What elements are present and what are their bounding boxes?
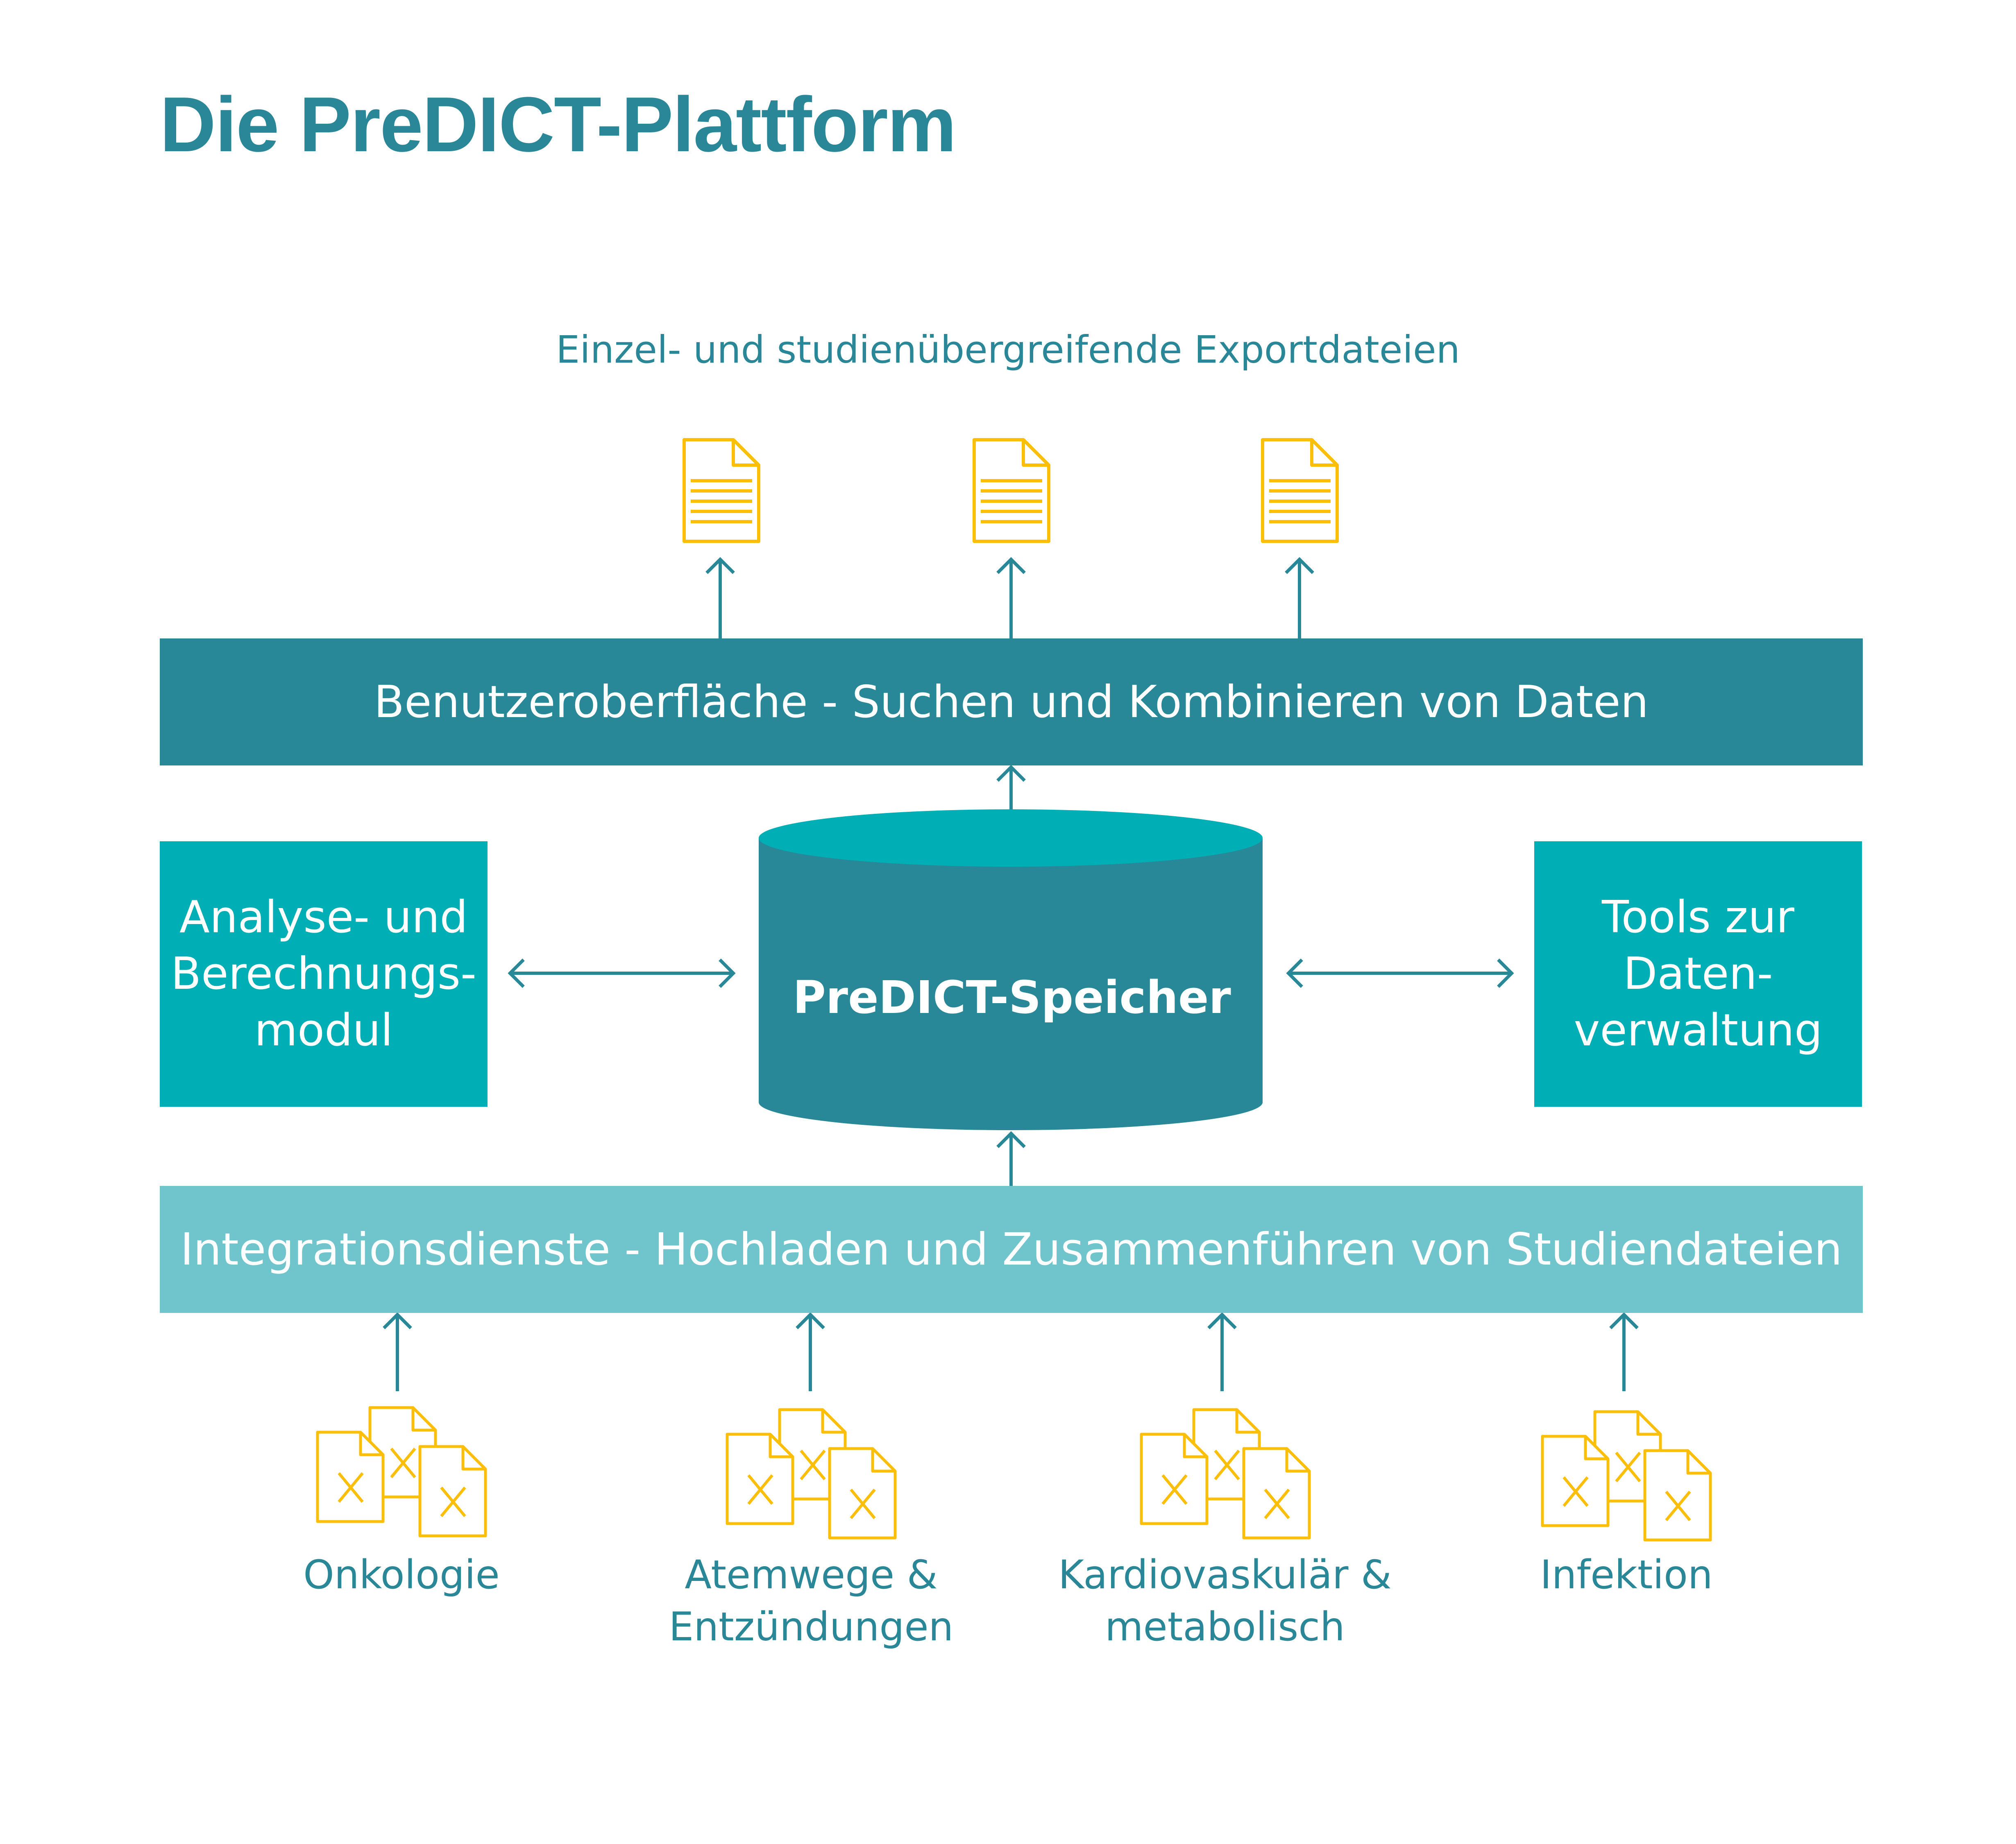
arrow-up-icon — [996, 557, 1026, 638]
export-file-icon — [1263, 440, 1337, 541]
analysis-module-box: Analyse- und Berechnungs- modul — [160, 841, 488, 1107]
category-label: metabolisch — [1105, 1603, 1345, 1650]
data-management-line: Daten- — [1623, 948, 1773, 999]
data-management-line: Tools zur — [1602, 891, 1794, 943]
study-files-icon — [1542, 1412, 1710, 1540]
category-oncology: Onkologie — [217, 1549, 586, 1601]
category-respiratory-inflammation: Atemwege & Entzündungen — [627, 1549, 996, 1653]
arrow-up-icon — [705, 557, 735, 638]
arrow-up-icon — [1285, 557, 1314, 638]
export-file-icon — [974, 440, 1049, 541]
analysis-module-line: Analyse- und — [179, 891, 468, 943]
bidirectional-arrow-icon — [1286, 958, 1514, 988]
category-label: Infektion — [1540, 1552, 1713, 1598]
analysis-module-line: Berechnungs- — [171, 948, 476, 999]
category-label: Atemwege & — [685, 1552, 938, 1598]
arrow-up-icon — [796, 1312, 825, 1391]
database-cylinder-icon — [759, 809, 1263, 1130]
arrow-up-icon — [383, 1312, 412, 1391]
user-interface-label: Benutzeroberfläche - Suchen und Kombinie… — [374, 676, 1649, 728]
export-file-icon — [684, 440, 759, 541]
arrow-up-icon — [1609, 1312, 1639, 1391]
integration-services-bar: Integrationsdienste - Hochladen und Zusa… — [160, 1186, 1863, 1313]
integration-services-label: Integrationsdienste - Hochladen und Zusa… — [180, 1224, 1842, 1275]
page-title: Die PreDICT-Plattform — [160, 81, 957, 168]
user-interface-bar: Benutzeroberfläche - Suchen und Kombinie… — [160, 638, 1863, 765]
data-management-line: verwaltung — [1574, 1005, 1823, 1056]
bidirectional-arrow-icon — [508, 958, 736, 988]
arrow-up-icon — [1207, 1312, 1237, 1391]
export-files-label: Einzel- und studienübergreifende Exportd… — [556, 328, 1460, 372]
storage-label: PreDICT-Speicher — [793, 971, 1231, 1024]
category-label: Onkologie — [303, 1552, 500, 1598]
study-files-icon — [317, 1408, 485, 1536]
category-label: Kardiovaskulär & — [1058, 1552, 1392, 1598]
study-files-icon — [727, 1410, 895, 1538]
category-infection: Infektion — [1442, 1549, 1811, 1601]
data-management-tools-box: Tools zur Daten- verwaltung — [1534, 841, 1862, 1107]
arrow-up-icon — [996, 765, 1026, 818]
study-files-icon — [1141, 1410, 1309, 1538]
category-cardiovascular-metabolic: Kardiovaskulär & metabolisch — [1041, 1549, 1409, 1653]
category-label: Entzündungen — [669, 1603, 954, 1650]
analysis-module-line: modul — [254, 1005, 393, 1056]
arrow-up-icon — [996, 1131, 1026, 1186]
